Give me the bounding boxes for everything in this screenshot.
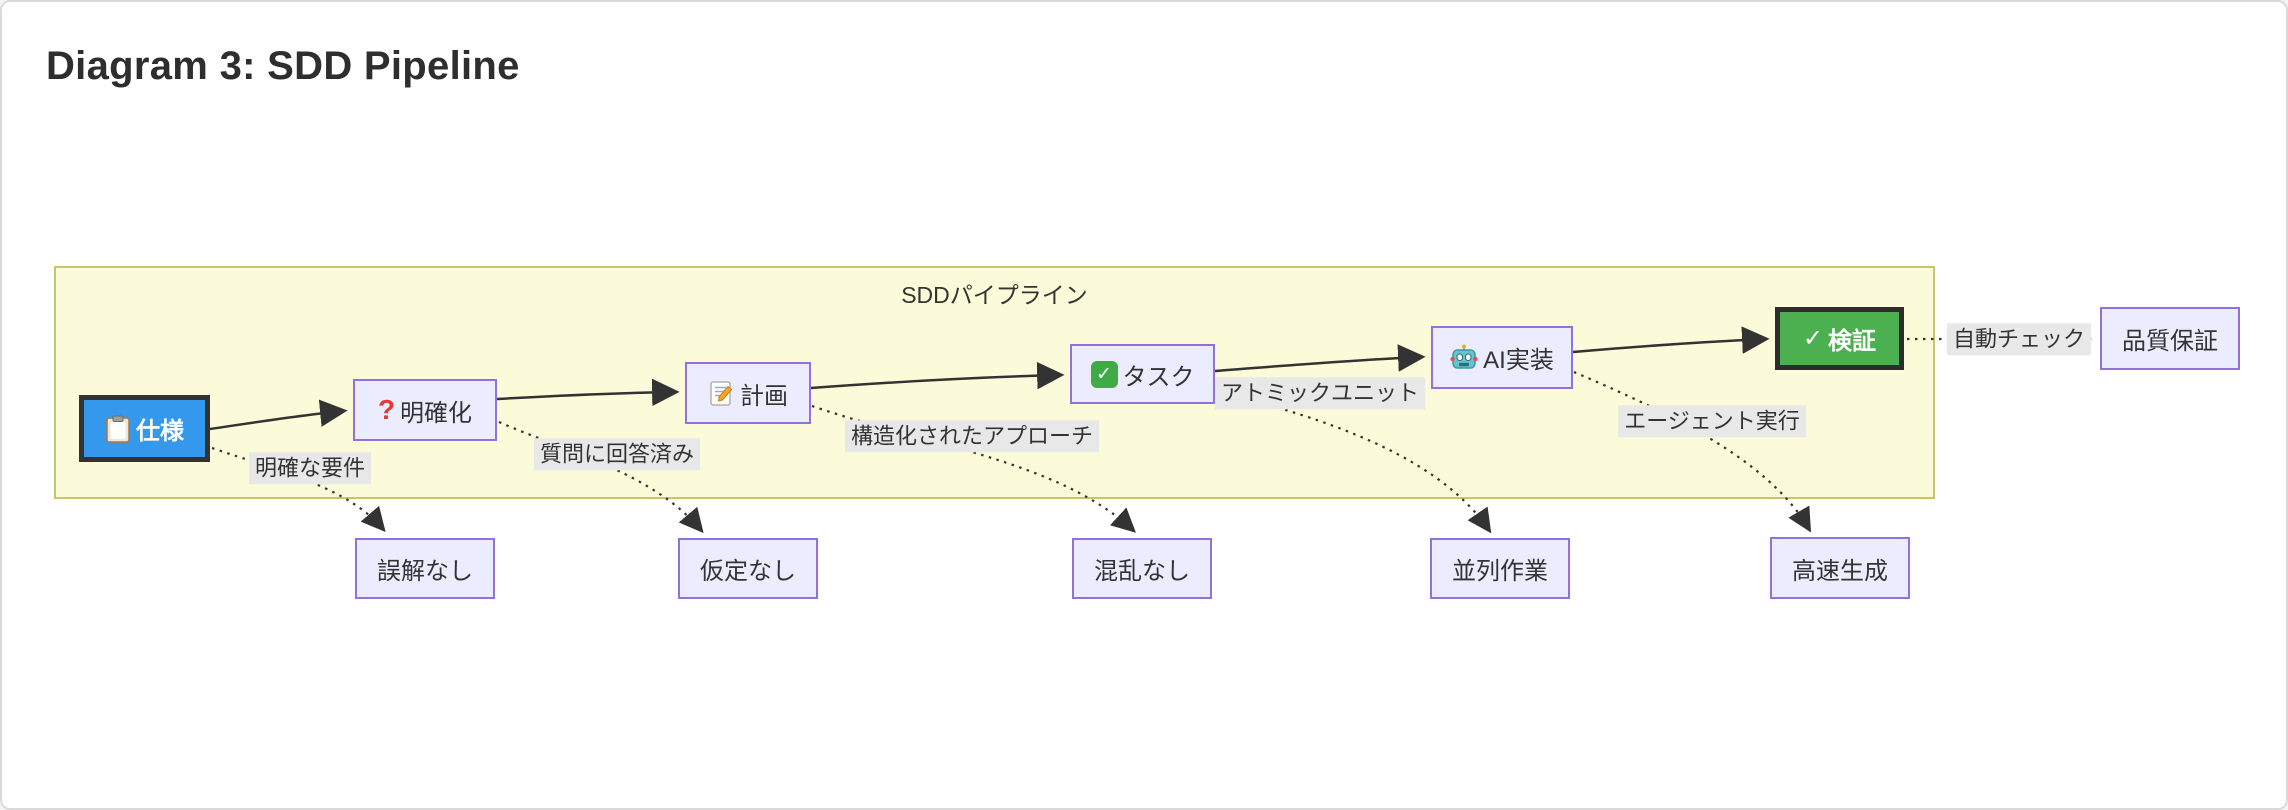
node-plan: 計画 <box>685 362 811 424</box>
node-no-confusion-label: 混乱なし <box>1094 558 1190 585</box>
node-ai-impl-label: AI実装 <box>1483 347 1554 374</box>
memo-pencil-icon <box>710 380 733 406</box>
node-quality-assurance: 品質保証 <box>2100 307 2240 370</box>
node-no-assumptions: 仮定なし <box>678 538 818 599</box>
node-spec-label: 仕様 <box>136 418 184 445</box>
page-title: Diagram 3: SDD Pipeline <box>46 44 520 88</box>
edge-label-agent-execution: エージェント実行 <box>1618 405 1806 437</box>
edge-label-clear-requirements: 明確な要件 <box>248 452 372 484</box>
green-checkbox-icon: ✓ <box>1090 360 1118 388</box>
edge-label-atomic-units: アトミックユニット <box>1214 377 1426 409</box>
node-spec: 仕様 <box>79 395 210 462</box>
node-qa-label: 品質保証 <box>2122 328 2218 355</box>
node-parallel-work: 並列作業 <box>1430 538 1570 599</box>
node-plan-label: 計画 <box>740 382 788 410</box>
node-verify-label: 検証 <box>1828 328 1877 355</box>
node-parallel-work-label: 並列作業 <box>1452 558 1548 585</box>
node-clarify-label: 明確化 <box>400 399 473 427</box>
node-fast-generation-label: 高速生成 <box>1792 557 1888 585</box>
edge-label-questions-answered: 質問に回答済み <box>533 438 701 470</box>
robot-icon <box>1450 344 1478 369</box>
red-question-icon: ? <box>377 394 396 425</box>
checkmark-icon: ✓ <box>1802 325 1824 352</box>
clipboard-icon <box>106 415 130 443</box>
node-clarify: ? 明確化 <box>353 379 497 441</box>
node-verify: ✓ 検証 <box>1775 307 1904 370</box>
node-ai-impl: AI実装 <box>1431 326 1573 389</box>
node-no-confusion: 混乱なし <box>1072 538 1212 599</box>
node-fast-generation: 高速生成 <box>1770 537 1910 599</box>
node-task-label: タスク <box>1122 363 1195 391</box>
cluster-label: SDDパイプライン <box>901 282 1088 308</box>
node-task: ✓ タスク <box>1070 344 1215 404</box>
node-no-assumptions-label: 仮定なし <box>700 558 796 585</box>
edge-label-structured-approach: 構造化されたアプローチ <box>844 420 1100 452</box>
edge-label-auto-check: 自動チェック <box>1946 323 2092 355</box>
node-no-misunderstanding: 誤解なし <box>355 538 495 599</box>
node-no-misunderstanding-label: 誤解なし <box>377 558 473 585</box>
